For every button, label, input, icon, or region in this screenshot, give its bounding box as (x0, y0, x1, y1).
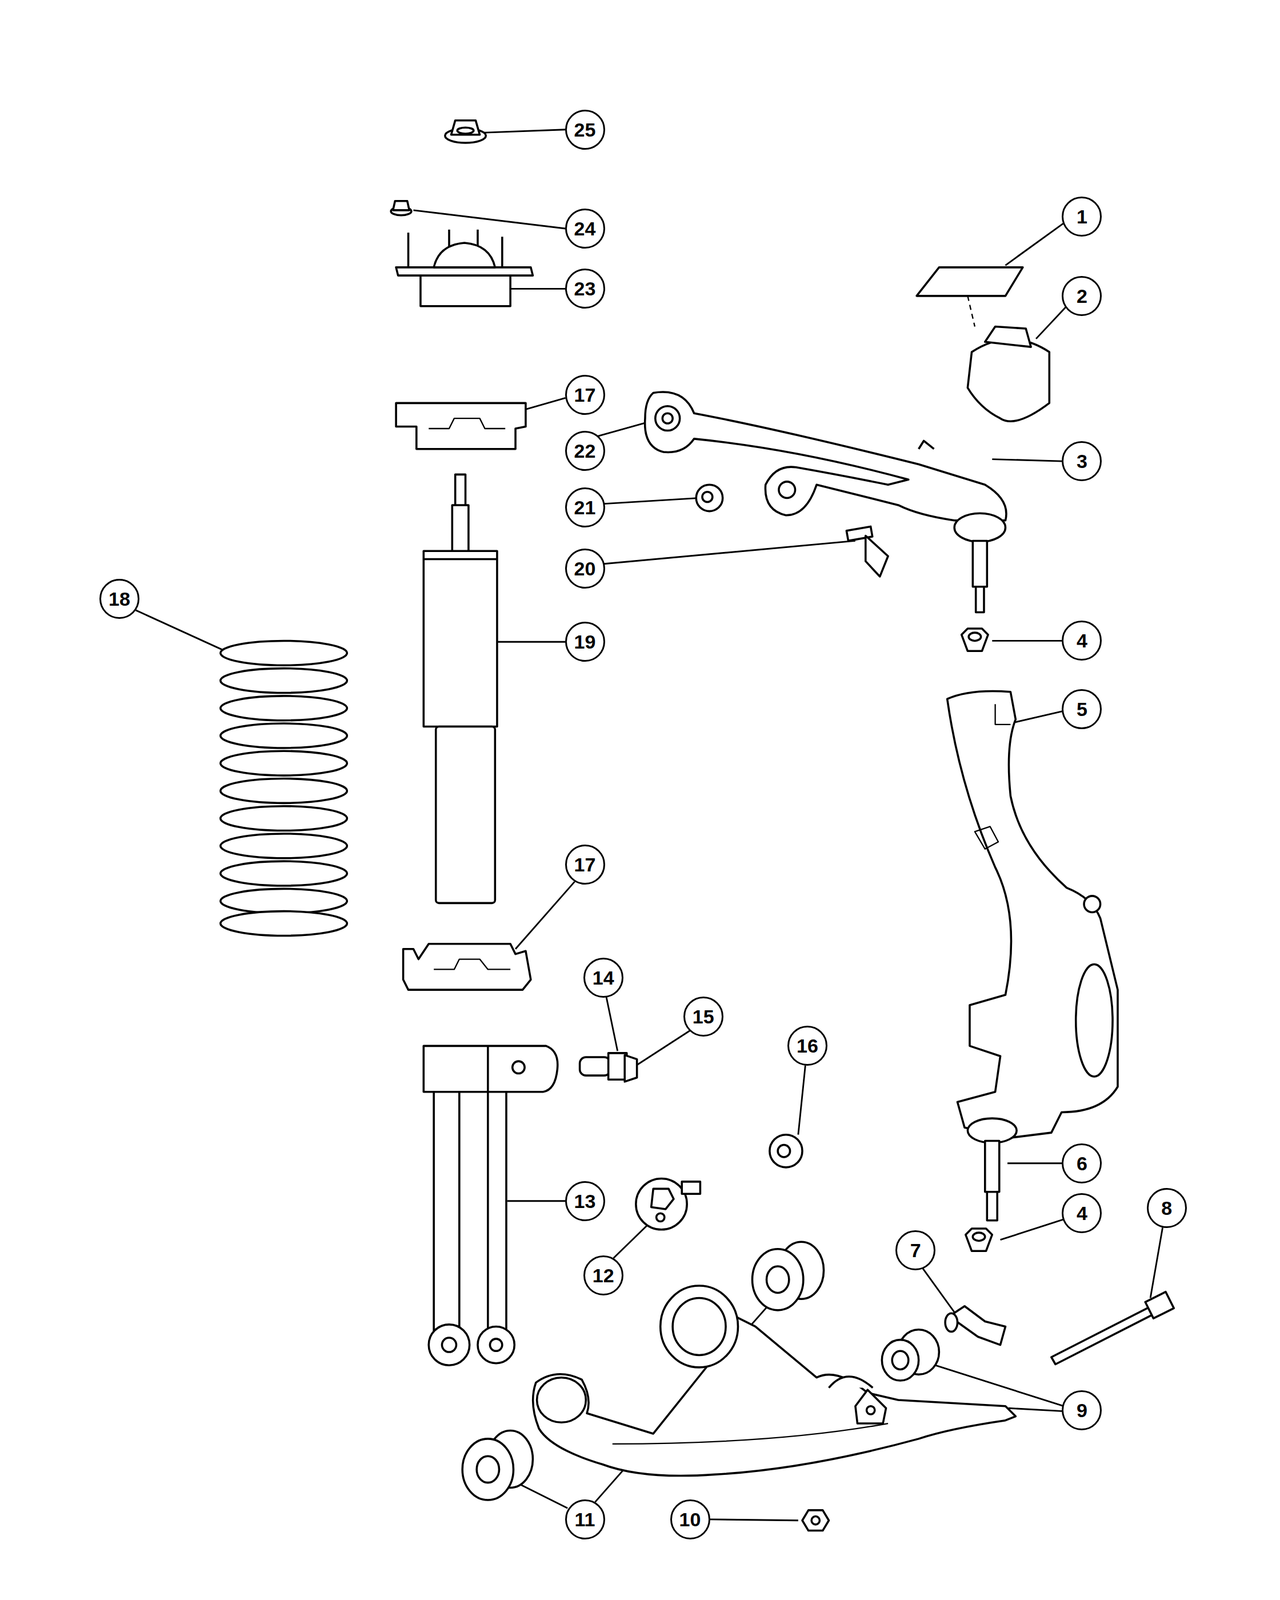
steering-knuckle (947, 690, 1118, 1138)
bushing-nut (696, 484, 723, 511)
callout-number: 20 (565, 548, 606, 589)
callout-number: 18 (99, 578, 140, 619)
spring-isolator (396, 402, 526, 449)
shock-absorber (423, 474, 498, 903)
callout-number: 4 (1061, 620, 1102, 661)
callout-number: 17 (565, 374, 606, 415)
callout-number: 16 (787, 1025, 828, 1066)
callout-number: 9 (1061, 1390, 1102, 1431)
bump-stop (967, 326, 1050, 422)
callout-number: 2 (1061, 276, 1102, 316)
washer (916, 267, 1023, 327)
callout-number: 6 (1061, 1143, 1102, 1184)
callout-number: 17 (565, 844, 606, 885)
ball-joint (967, 1118, 1017, 1221)
callout-number: 14 (583, 957, 624, 998)
callout-number: 3 (1061, 441, 1102, 482)
cam-bolt (846, 526, 888, 577)
leader-lines (136, 129, 1163, 1521)
long-bolt (1051, 1292, 1174, 1365)
callout-number: 22 (565, 430, 606, 471)
lower-control-arm (533, 1285, 1016, 1476)
callout-number: 10 (670, 1499, 711, 1540)
callout-number: 13 (565, 1181, 606, 1222)
upper-control-arm (645, 392, 1007, 612)
callout-number: 21 (565, 487, 606, 528)
callout-number: 24 (565, 208, 606, 249)
callout-number: 12 (583, 1255, 624, 1296)
clevis-bolt (580, 1053, 638, 1082)
nut (769, 1134, 803, 1168)
callout-number: 1 (1061, 196, 1102, 237)
bushing (462, 1241, 824, 1500)
callout-number: 4 (1061, 1193, 1102, 1234)
strut-mount (396, 229, 533, 307)
coil-spring (220, 640, 347, 936)
nut (802, 1510, 829, 1531)
ball-joint-nut (961, 628, 993, 1251)
callout-number: 23 (565, 268, 606, 309)
flange-nut (445, 120, 486, 143)
small-nut (390, 201, 412, 216)
callout-number: 5 (1061, 689, 1102, 730)
callout-number: 11 (565, 1499, 606, 1540)
callout-number: 8 (1146, 1188, 1187, 1228)
cam-bolt (636, 1178, 701, 1230)
callout-number: 7 (895, 1230, 936, 1271)
bushing (881, 1329, 939, 1381)
callout-number: 15 (683, 996, 724, 1037)
spring-isolator (403, 944, 531, 990)
cam-bolt (945, 1306, 1006, 1346)
strut-clevis (423, 1045, 558, 1366)
callout-number: 25 (565, 109, 606, 150)
callout-number: 19 (565, 621, 606, 662)
